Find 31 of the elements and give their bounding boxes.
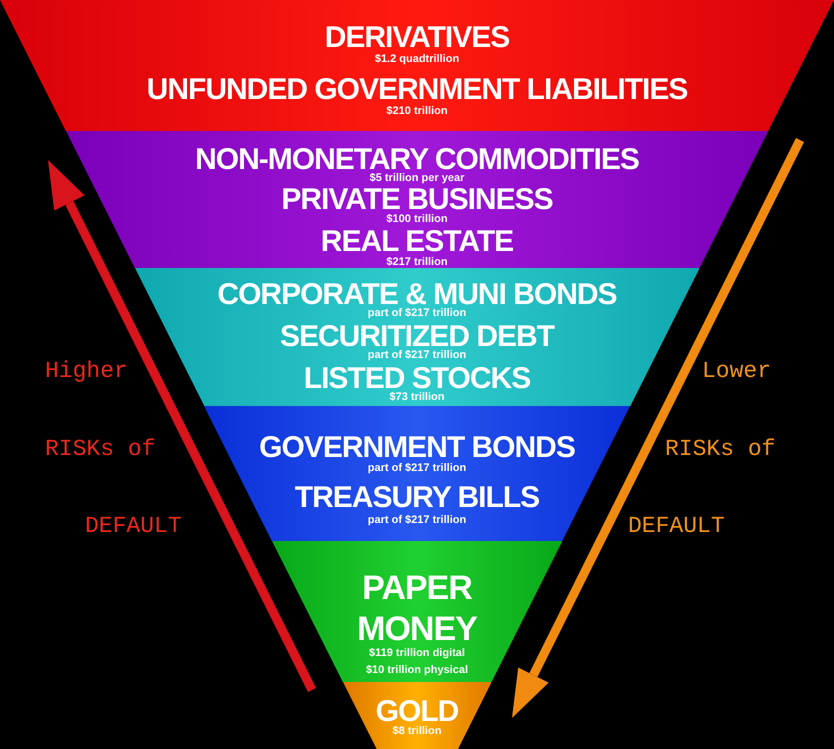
value-label: $5 trillion per year (370, 172, 464, 184)
risk-label: DEFAULT (85, 513, 182, 539)
value-label: part of $217 trillion (368, 307, 466, 319)
funnel-band (66, 131, 768, 268)
value-label: $1.2 quadtrillion (374, 53, 460, 65)
category-heading: DERIVATIVES (324, 23, 510, 53)
category-heading: PAPER MONEY (356, 568, 478, 648)
category-heading: REAL ESTATE (320, 227, 514, 257)
value-label: $119 trillion digital (369, 647, 465, 659)
value-label: part of $217 trillion (368, 349, 466, 361)
value-label: $217 trillion (386, 256, 448, 268)
value-label: $100 trillion (386, 213, 448, 225)
funnel-band (204, 406, 630, 541)
category-heading: PRIVATE BUSINESS (281, 185, 553, 215)
value-label: $73 trillion (389, 391, 444, 403)
risk-label: DEFAULT (628, 513, 725, 539)
value-label: $210 trillion (386, 105, 448, 117)
category-heading: UNFUNDED GOVERNMENT LIABILITIES (146, 75, 688, 105)
risk-label: Higher (45, 358, 128, 384)
risk-label: RISKs of (45, 436, 156, 462)
value-label: $10 trillion physical (366, 664, 468, 676)
risk-label: Lower (702, 358, 772, 384)
value-label: part of $217 trillion (368, 462, 466, 474)
value-label: part of $217 trillion (368, 514, 466, 526)
category-heading: GOVERNMENT BONDS (259, 433, 575, 463)
value-label: $8 trillion (392, 725, 442, 737)
category-heading: GOLD (376, 697, 458, 727)
risk-label: RISKs of (665, 436, 776, 462)
funnel-band (0, 0, 834, 131)
funnel-band (134, 268, 700, 406)
category-heading: TREASURY BILLS (294, 483, 540, 513)
